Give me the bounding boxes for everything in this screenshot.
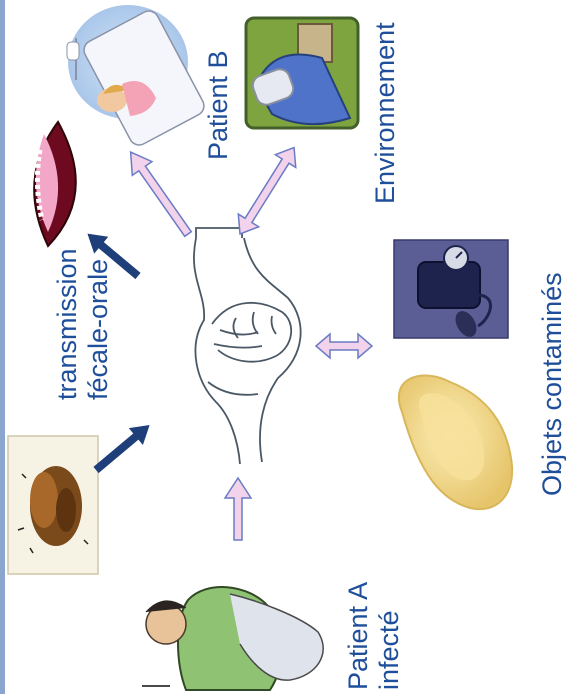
patient-b-label-rotator: Patient B xyxy=(203,50,234,160)
bedpan-icon xyxy=(399,375,512,509)
objects-label-rotator: Objets contaminés xyxy=(537,272,566,496)
transmission-label-line2: fécale-orale xyxy=(83,248,114,400)
patient-a-label-rotator: Patient A infecté xyxy=(343,582,405,690)
hospital-bed-icon xyxy=(246,18,358,128)
transmission-label-line1: transmission xyxy=(52,248,83,400)
double-arrow-hands-to-environment xyxy=(230,141,304,240)
double-arrow-hands-to-objects xyxy=(316,334,372,358)
shaking-hands-icon xyxy=(194,228,301,464)
feces-icon xyxy=(8,436,98,574)
patient-a-label-line2: infecté xyxy=(374,582,405,690)
objects-label: Objets contaminés xyxy=(537,272,566,496)
transmission-label-rotator: transmission fécale-orale xyxy=(52,248,114,400)
arrow-feces-to-hands xyxy=(89,417,157,479)
environment-label: Environnement xyxy=(370,22,401,204)
blood-pressure-cuff-icon xyxy=(394,240,508,341)
arrow-patient-a-to-hands xyxy=(225,478,251,540)
environment-label-rotator: Environnement xyxy=(370,22,401,204)
patient-a-label-line1: Patient A xyxy=(343,582,374,690)
patient-in-bed-icon xyxy=(67,5,207,148)
patient-b-label: Patient B xyxy=(203,50,234,160)
arrow-hands-to-patient-b xyxy=(121,145,198,241)
sick-patient-icon xyxy=(142,587,323,690)
mouth-icon xyxy=(34,122,76,246)
